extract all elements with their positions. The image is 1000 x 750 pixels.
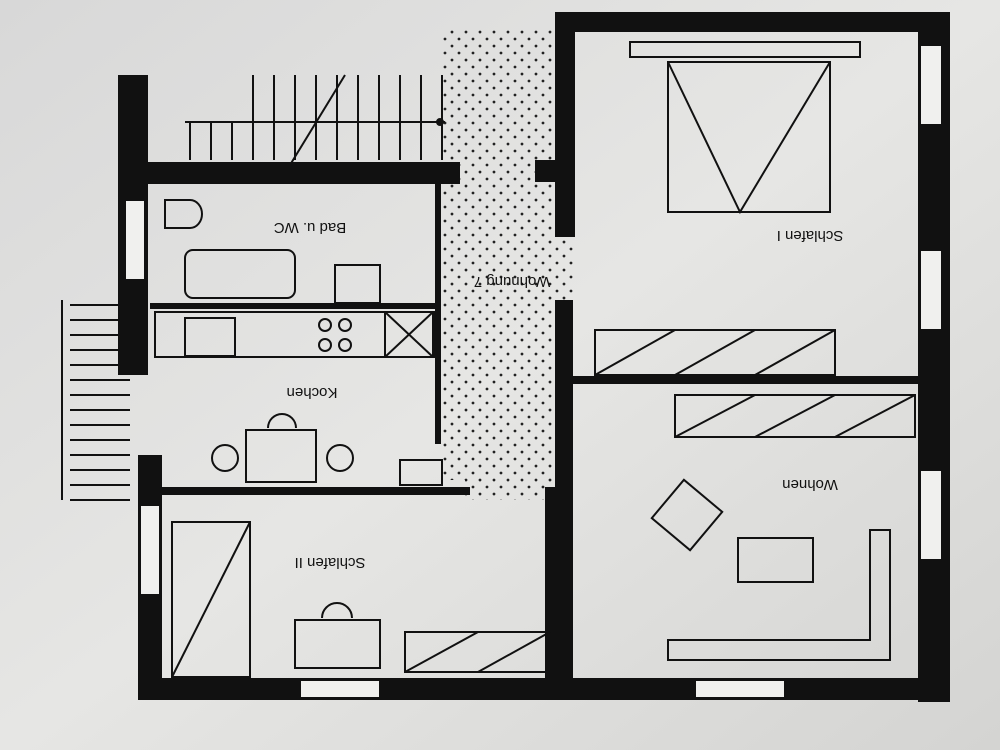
windows xyxy=(124,44,943,699)
corridor-hatching xyxy=(440,30,575,500)
staircase xyxy=(185,74,445,166)
balcony-railing xyxy=(61,300,130,501)
furniture xyxy=(154,41,916,678)
room-label-living: Wohnen xyxy=(782,476,838,493)
room-label-kitchen: Kochen xyxy=(287,384,338,401)
room-label-bath: Bad u. WC xyxy=(274,219,347,236)
room-label-bedroom1: Schlafen I xyxy=(777,227,844,244)
room-label-apartment: Wohnung 7 xyxy=(474,273,550,290)
room-label-bedroom2: Schlafen II xyxy=(295,554,366,571)
